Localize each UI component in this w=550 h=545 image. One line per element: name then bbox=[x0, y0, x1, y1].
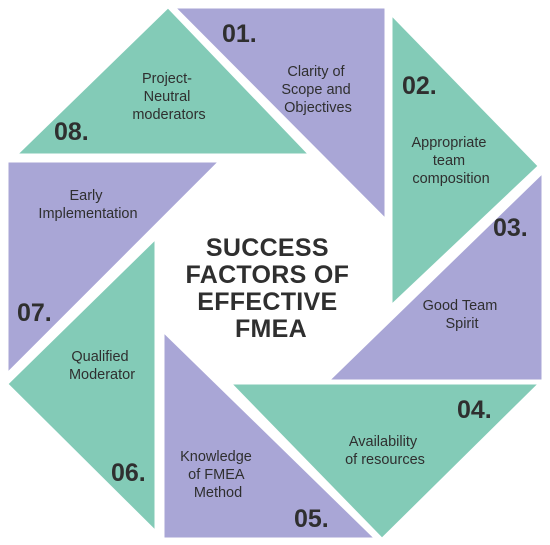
factor-01-triangle bbox=[174, 7, 386, 220]
factor-02-label: Appropriate team composition bbox=[412, 135, 491, 187]
factor-07-label: Early Implementation bbox=[38, 188, 137, 222]
factor-02-triangle bbox=[391, 14, 539, 306]
factor-08-number: 08. bbox=[54, 118, 89, 146]
factor-07-triangle bbox=[7, 161, 220, 374]
factor-01-label: Clarity of Scope and Objectives bbox=[281, 64, 354, 116]
factor-08-label: Project- Neutral moderators bbox=[132, 71, 205, 123]
factor-01-number: 01. bbox=[222, 20, 257, 48]
factor-03-number: 03. bbox=[493, 214, 528, 242]
factor-04-triangle bbox=[230, 383, 540, 539]
factor-05-number: 05. bbox=[294, 505, 329, 533]
factor-06-number: 06. bbox=[111, 459, 146, 487]
factor-02-number: 02. bbox=[402, 72, 437, 100]
factor-05-triangle bbox=[163, 331, 376, 539]
factor-06-triangle bbox=[7, 238, 156, 532]
factor-07-number: 07. bbox=[17, 299, 52, 327]
center-title: SUCCESS FACTORS OF EFFECTIVE FMEA bbox=[186, 234, 357, 343]
factor-08-triangle bbox=[16, 7, 310, 155]
factor-03-triangle bbox=[328, 172, 543, 381]
factor-06-label: Qualified Moderator bbox=[69, 349, 135, 383]
factor-03-label: Good Team Spirit bbox=[423, 298, 502, 332]
factor-04-label: Availability of resources bbox=[345, 434, 425, 468]
factor-05-label: Knowledge of FMEA Method bbox=[180, 449, 256, 501]
factor-04-number: 04. bbox=[457, 396, 492, 424]
